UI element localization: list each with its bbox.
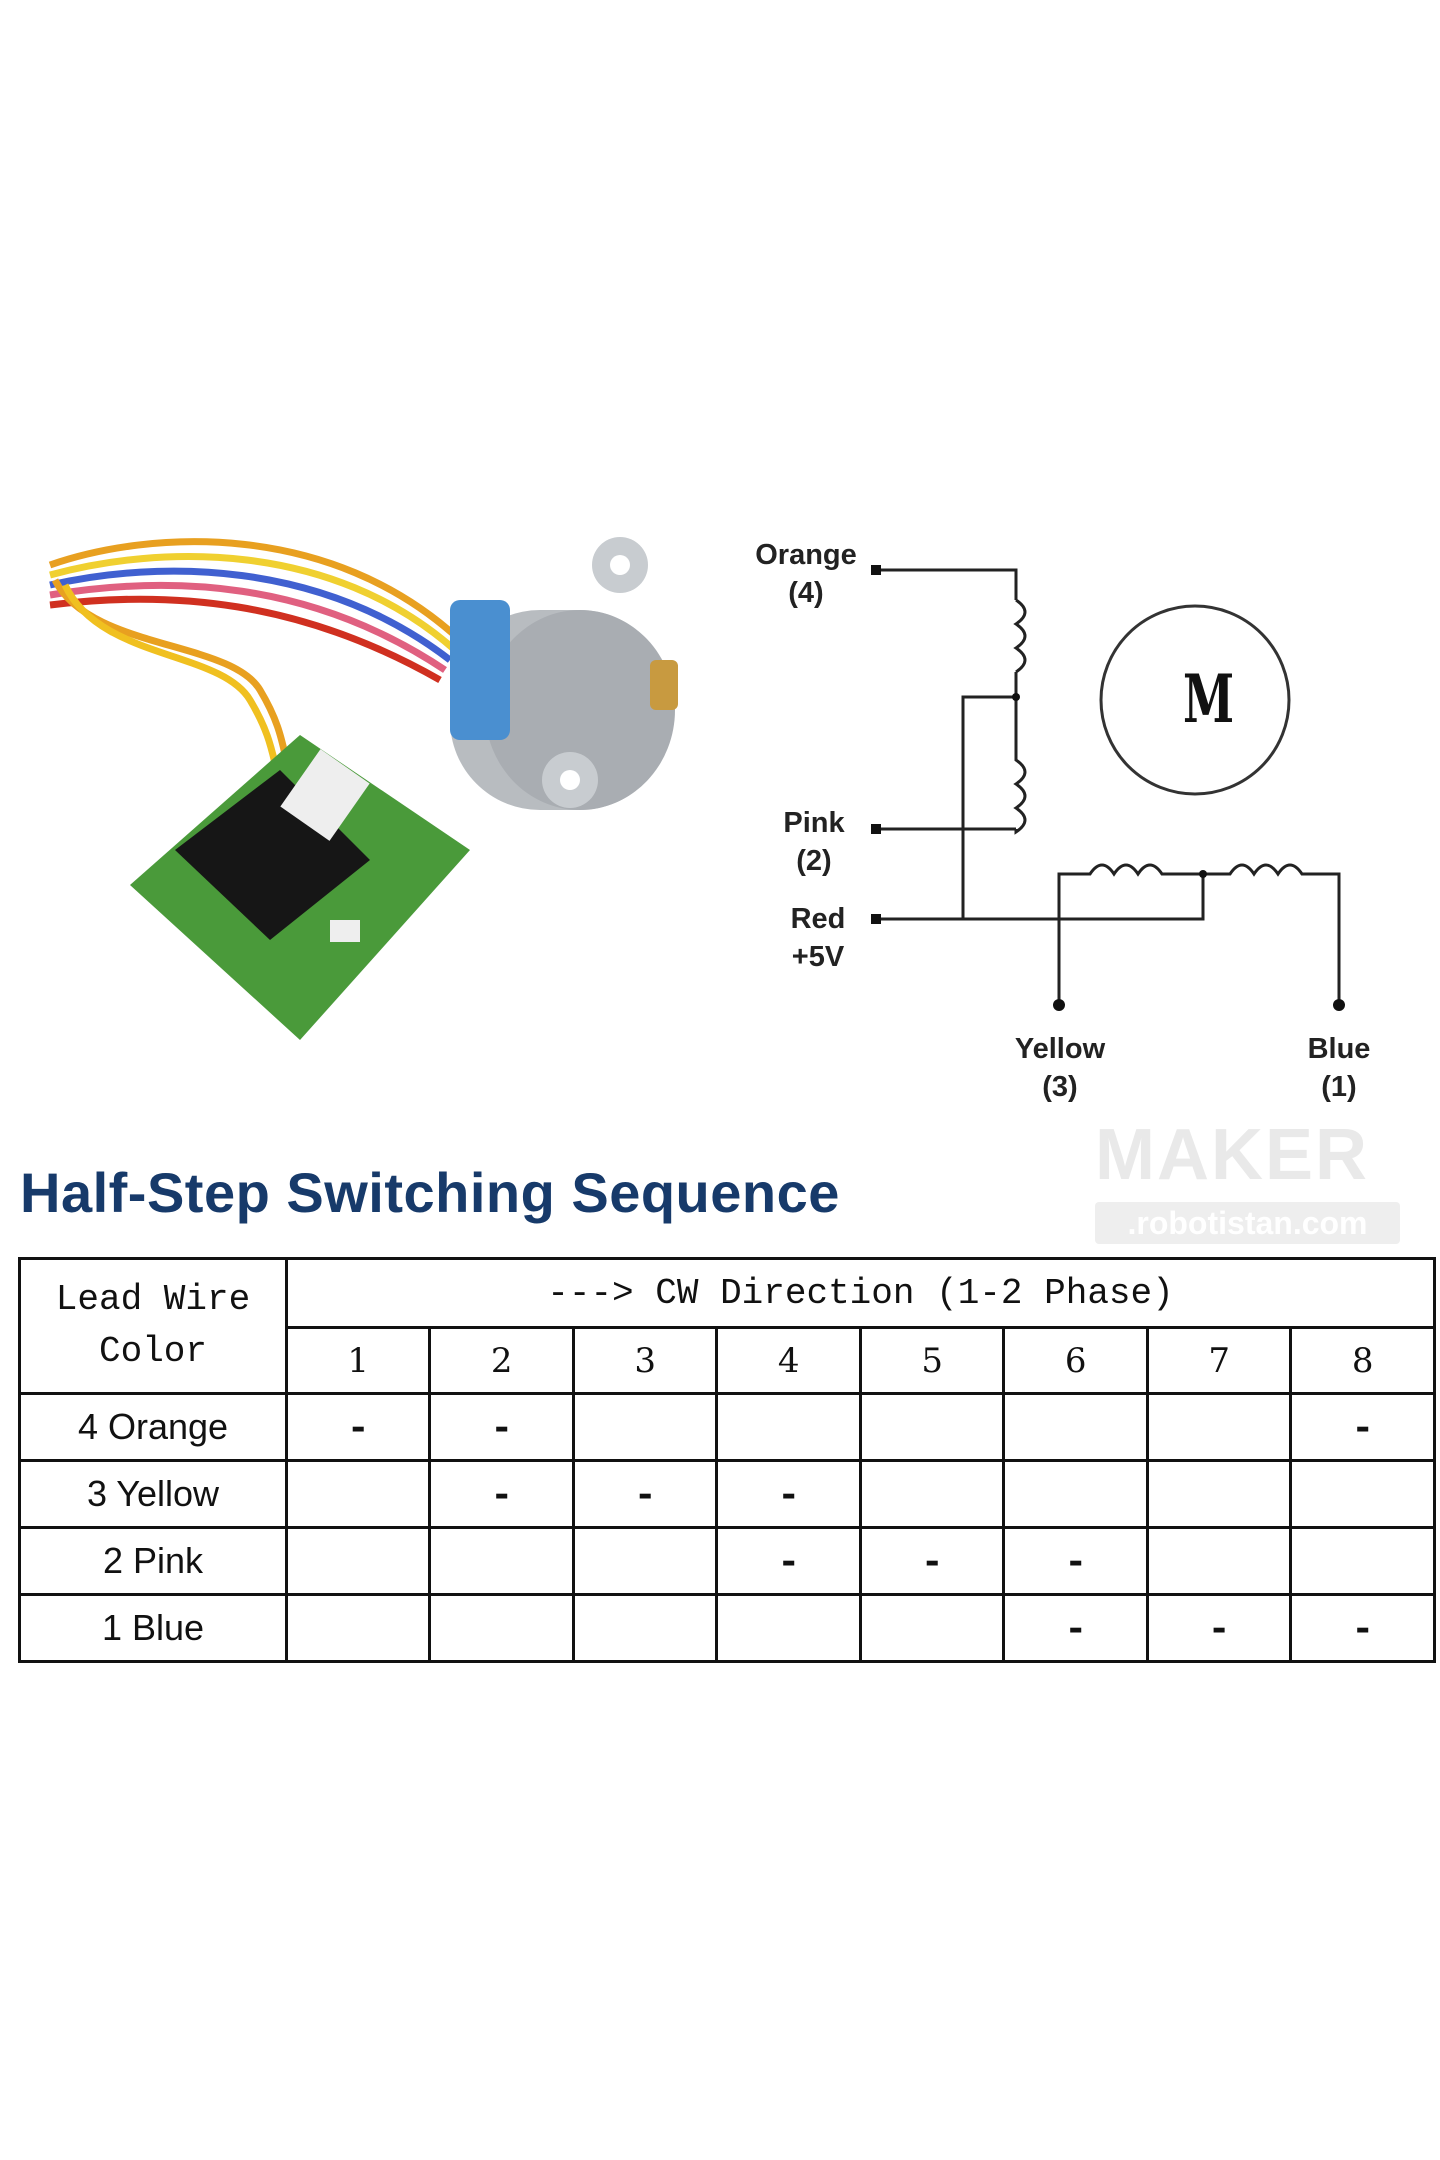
- step-cell: [1289, 1526, 1436, 1596]
- step-cell: -: [1002, 1526, 1149, 1596]
- motor-label: M: [1182, 660, 1235, 738]
- step-cell: [858, 1392, 1006, 1462]
- wire-color-label: 3 Yellow: [18, 1459, 288, 1529]
- driver-board: [130, 735, 470, 1040]
- step-header: 5: [858, 1326, 1006, 1395]
- step-header: 8: [1289, 1326, 1436, 1395]
- terminal-name: Yellow: [1014, 1033, 1106, 1065]
- step-header: 4: [715, 1326, 862, 1395]
- step-cell: -: [571, 1459, 719, 1529]
- terminal-pink: Pink (2): [783, 804, 844, 880]
- table-row: 4 Orange - - -: [18, 1392, 1436, 1462]
- direction-header: ---> CW Direction (1-2 Phase): [285, 1257, 1436, 1329]
- stepper-motor-photo: [48, 537, 678, 1040]
- energized-mark: -: [350, 1406, 366, 1448]
- step-cell: [284, 1593, 432, 1663]
- energized-mark: -: [637, 1473, 653, 1515]
- step-cell: -: [715, 1459, 862, 1529]
- sequence-title: Half-Step Switching Sequence: [20, 1161, 840, 1224]
- wire-color-label: 1 Blue: [18, 1593, 288, 1663]
- red-wire: [876, 874, 1205, 921]
- step-cell: -: [428, 1392, 575, 1462]
- table-row: 3 Yellow - - -: [18, 1459, 1436, 1529]
- watermark-brand: MAKER: [1095, 1115, 1369, 1195]
- step-cell: [1289, 1459, 1436, 1529]
- switching-sequence-table: Lead Wire Color ---> CW Direction (1-2 P…: [18, 1257, 1436, 1663]
- step-header: 2: [428, 1326, 575, 1395]
- step-cell: [1145, 1392, 1293, 1462]
- header-line: Color: [98, 1331, 208, 1372]
- terminal-number: (1): [1321, 1071, 1357, 1103]
- step-cell: [284, 1459, 432, 1529]
- header-line: Lead Wire: [55, 1279, 251, 1320]
- step-header: 1: [284, 1326, 432, 1395]
- energized-mark: -: [781, 1473, 797, 1515]
- terminal-yellow: Yellow (3): [1015, 1030, 1105, 1106]
- step-cell: -: [715, 1526, 862, 1596]
- motor-symbol: [1099, 604, 1291, 796]
- energized-mark: -: [781, 1540, 797, 1582]
- energized-mark: -: [1355, 1406, 1371, 1448]
- step-cell: [571, 1526, 719, 1596]
- step-cell: [858, 1459, 1006, 1529]
- terminal-blue: Blue (1): [1308, 1030, 1371, 1106]
- step-cell: -: [858, 1526, 1006, 1596]
- step-cell: [1145, 1526, 1293, 1596]
- energized-mark: -: [924, 1540, 940, 1582]
- step-cell: [858, 1593, 1006, 1663]
- energized-mark: -: [1068, 1540, 1084, 1582]
- lead-wire-header: Lead Wire Color: [18, 1257, 288, 1395]
- terminal-name: Red: [790, 903, 846, 935]
- step-cell: -: [428, 1459, 575, 1529]
- terminal-name: Orange: [755, 539, 857, 571]
- step-cell: [1002, 1459, 1149, 1529]
- terminal-number: (2): [796, 845, 832, 877]
- step-cell: -: [1289, 1392, 1436, 1462]
- energized-mark: -: [494, 1473, 510, 1515]
- step-header: 7: [1145, 1326, 1293, 1395]
- energized-mark: -: [1068, 1607, 1084, 1649]
- step-cell: [571, 1593, 719, 1663]
- motor: [450, 537, 678, 810]
- step-cell: [284, 1526, 432, 1596]
- step-cell: [1145, 1459, 1293, 1529]
- terminal-name: Blue: [1307, 1033, 1371, 1065]
- step-cell: -: [284, 1392, 432, 1462]
- wiring-diagram: [871, 565, 1345, 1011]
- common-wire-1: [961, 695, 1016, 919]
- step-cell: [428, 1593, 575, 1663]
- terminal-name: Pink: [783, 807, 845, 839]
- step-cell: -: [1145, 1593, 1293, 1663]
- terminal-red: Red +5V: [791, 900, 846, 976]
- terminal-number: (4): [788, 577, 824, 609]
- wire-bundle: [48, 538, 463, 807]
- energized-mark: -: [494, 1406, 510, 1448]
- step-cell: [571, 1392, 719, 1462]
- step-cell: [428, 1526, 575, 1596]
- orange-wire: [876, 568, 1018, 600]
- table-row: 1 Blue - - -: [18, 1593, 1436, 1663]
- upper-coil: [1013, 598, 1027, 835]
- terminal-number: +5V: [791, 941, 845, 973]
- lower-coils: [1057, 863, 1341, 1005]
- table-row: 2 Pink - - -: [18, 1526, 1436, 1596]
- terminal-number: (3): [1042, 1071, 1078, 1103]
- step-cell: -: [1289, 1593, 1436, 1663]
- step-cell: [715, 1593, 862, 1663]
- energized-mark: -: [1355, 1607, 1371, 1649]
- step-cell: [715, 1392, 862, 1462]
- terminal-orange: Orange (4): [755, 536, 857, 612]
- step-cell: -: [1002, 1593, 1149, 1663]
- wire-color-label: 2 Pink: [18, 1526, 288, 1596]
- step-header: 3: [571, 1326, 719, 1395]
- step-cell: [1002, 1392, 1149, 1462]
- energized-mark: -: [1211, 1607, 1227, 1649]
- watermark-url: .robotistan.com: [1095, 1202, 1400, 1244]
- wire-color-label: 4 Orange: [18, 1392, 288, 1462]
- step-header: 6: [1002, 1326, 1149, 1395]
